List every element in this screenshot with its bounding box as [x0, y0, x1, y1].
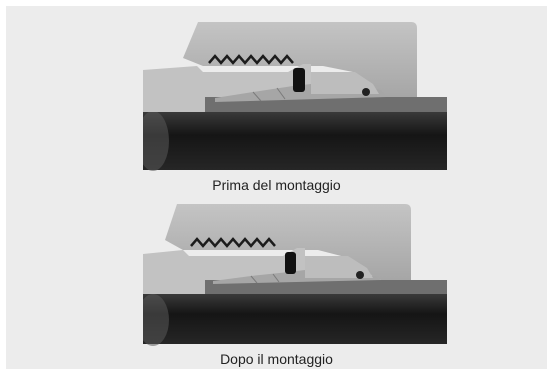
thread	[208, 54, 294, 65]
tube-interior-highlight	[143, 111, 169, 171]
thread	[190, 237, 276, 248]
nut-inner-ring	[305, 256, 373, 278]
ring-edge	[250, 275, 258, 284]
o-ring	[362, 88, 370, 96]
nut-body	[165, 204, 411, 280]
seal	[285, 252, 296, 274]
fitting-body	[143, 248, 305, 294]
nut-inner-ring	[311, 72, 379, 94]
ring-edge	[252, 91, 262, 102]
ring-edge	[272, 273, 280, 283]
fitting-body	[143, 64, 311, 112]
figure-panel: Prima del montaggio	[6, 6, 547, 369]
caption-before-assembly: Prima del montaggio	[212, 177, 341, 193]
tube-wall	[205, 280, 447, 294]
tube-wall	[205, 97, 447, 112]
tube-interior-highlight	[143, 294, 169, 346]
seal	[293, 68, 305, 92]
o-ring	[356, 271, 364, 279]
caption-after-assembly: Dopo il montaggio	[220, 351, 333, 367]
tube-interior	[143, 294, 447, 344]
fitting-section-before-assembly	[143, 6, 447, 176]
ring-edge	[276, 87, 286, 100]
fitting-section-after-assembly	[143, 196, 447, 348]
tube-interior	[143, 112, 447, 170]
